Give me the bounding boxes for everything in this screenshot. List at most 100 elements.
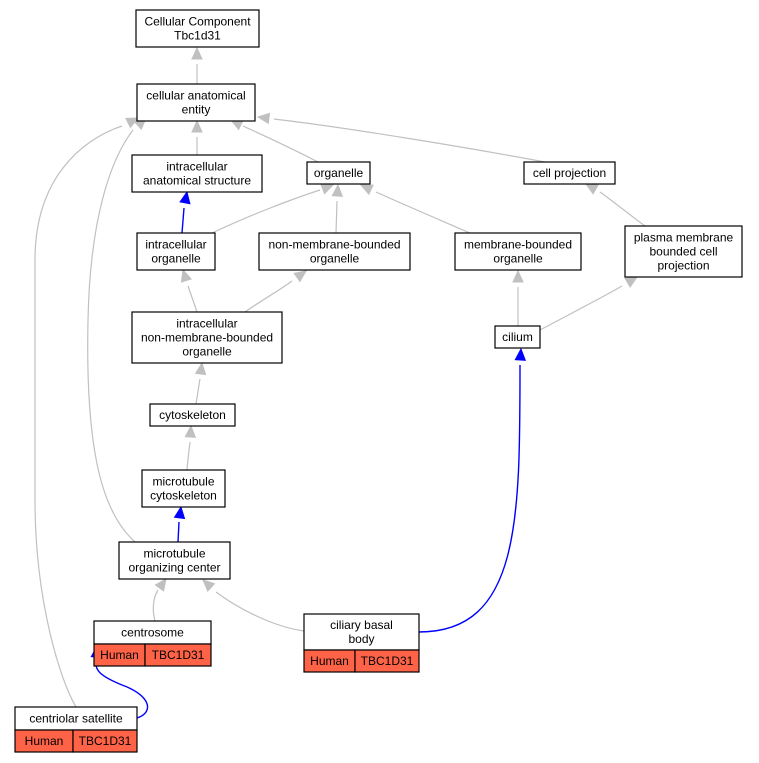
term-label: cellular anatomical <box>146 89 245 103</box>
edge-arrowhead-12 <box>194 361 207 376</box>
is-a-edge-14 <box>152 589 159 622</box>
part-of-edge-20 <box>418 364 521 633</box>
edge-arrowhead-5 <box>331 183 344 197</box>
term-label: non-membrane-bounded <box>141 331 273 345</box>
is-a-edge-13 <box>186 441 191 471</box>
term-label: membrane-bounded <box>464 238 572 252</box>
edge-arrowhead-0 <box>191 46 203 60</box>
edge-arrowhead-15 <box>202 579 216 593</box>
term-node-satellite[interactable]: centriolar satellite <box>14 706 138 731</box>
edge-arrowhead-8 <box>180 268 192 283</box>
term-box <box>131 311 283 364</box>
is-a-edge-3 <box>273 118 546 163</box>
term-node-centrosome[interactable]: centrosome <box>93 620 212 645</box>
species-label: Human <box>100 648 139 662</box>
edge-arrowhead-17 <box>125 117 140 129</box>
term-label: microtubule <box>152 475 214 489</box>
edge-arrowhead-9 <box>293 270 307 283</box>
term-label: organelle <box>182 345 232 359</box>
term-box <box>258 232 411 271</box>
gene-label: TBC1D31 <box>79 734 132 748</box>
term-label: organizing center <box>128 561 220 575</box>
term-box <box>494 325 541 349</box>
is-a-edge-16 <box>87 129 136 543</box>
edge-arrowhead-19 <box>173 505 186 520</box>
term-label: cytoskeleton <box>150 489 217 503</box>
annotation-row-satellite[interactable]: Human TBC1D31 <box>14 729 138 753</box>
gene-cell <box>144 643 212 667</box>
term-node-organelle[interactable]: organelle <box>306 161 371 185</box>
term-node-inmbo[interactable]: intracellularnon-membrane-boundedorganel… <box>131 311 283 364</box>
term-label: microtubule <box>143 547 205 561</box>
is-a-edge-8 <box>187 285 198 313</box>
term-label: plasma membrane <box>634 231 734 245</box>
term-box <box>136 232 216 271</box>
term-label: organelle <box>310 252 360 266</box>
edge-arrowhead-14 <box>154 578 167 592</box>
term-box <box>135 9 260 48</box>
edges-layer <box>34 46 646 719</box>
part-of-edge-19 <box>177 521 180 543</box>
term-label: anatomical structure <box>143 174 251 188</box>
is-a-edge-11 <box>539 285 623 331</box>
edge-arrowhead-7 <box>584 183 599 195</box>
is-a-edge-17 <box>34 125 123 708</box>
term-node-cellproj[interactable]: cell projection <box>523 161 616 185</box>
edge-arrowhead-13 <box>184 424 197 438</box>
gene-cell <box>72 729 138 753</box>
term-box <box>624 225 743 278</box>
term-box <box>306 161 371 185</box>
edge-arrowhead-1 <box>191 119 203 133</box>
term-box <box>131 154 263 193</box>
gene-label: TBC1D31 <box>361 654 414 668</box>
species-label: Human <box>25 734 64 748</box>
term-label: intracellular <box>145 238 206 252</box>
term-label: organelle <box>493 252 543 266</box>
edge-arrowhead-18 <box>179 190 191 205</box>
term-box <box>136 83 256 122</box>
is-a-edge-2 <box>242 125 319 163</box>
term-label: entity <box>182 103 211 117</box>
part-of-edge-18 <box>181 207 185 234</box>
term-box <box>149 403 236 427</box>
term-label: Cellular Component <box>144 15 251 29</box>
term-label: ciliary basal <box>330 618 393 632</box>
term-label: body <box>348 632 374 646</box>
term-node-cilium[interactable]: cilium <box>494 325 541 349</box>
edge-arrowhead-10 <box>512 269 524 283</box>
term-label: cytoskeleton <box>159 408 226 422</box>
term-box <box>523 161 616 185</box>
term-box <box>118 541 231 580</box>
term-box <box>141 469 226 508</box>
part-of-edge-21 <box>95 661 149 719</box>
is-a-edge-9 <box>244 280 293 313</box>
term-label: organelle <box>314 166 364 180</box>
term-label: intracellular <box>176 317 237 331</box>
is-a-edge-7 <box>599 191 646 227</box>
is-a-edge-15 <box>215 591 305 632</box>
is-a-edge-6 <box>375 191 471 234</box>
gene-cell <box>354 649 420 673</box>
edge-arrowhead-4 <box>320 183 335 195</box>
term-label: centriolar satellite <box>29 712 123 726</box>
term-box <box>454 232 582 271</box>
is-a-edge-4 <box>211 189 321 234</box>
term-node-cytoskeleton[interactable]: cytoskeleton <box>149 403 236 427</box>
term-label: non-membrane-bounded <box>268 238 400 252</box>
edge-arrowhead-20 <box>514 347 527 361</box>
edge-arrowhead-6 <box>359 184 374 196</box>
term-label: projection <box>657 259 709 273</box>
